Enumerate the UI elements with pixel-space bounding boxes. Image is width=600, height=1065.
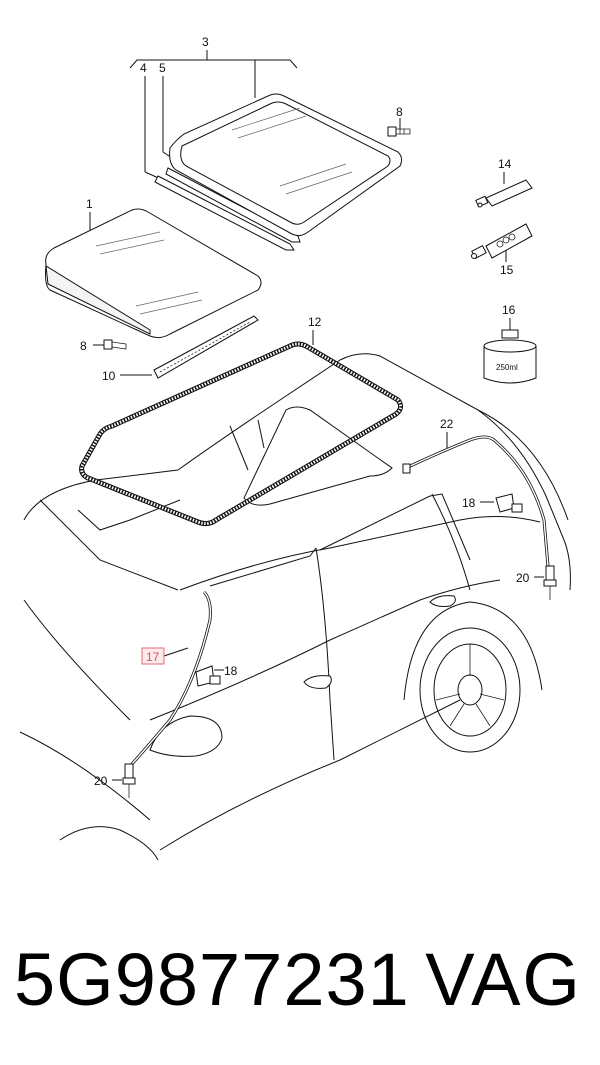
- adhesive-tube-15: [471, 223, 533, 262]
- callout-15: 15: [500, 263, 514, 277]
- container-16: 250ml: [483, 318, 537, 384]
- callout-10: 10: [102, 369, 116, 383]
- valve-20-rear: [534, 565, 557, 600]
- bolt-8-top: [387, 118, 411, 137]
- drain-hose-22: [402, 432, 550, 567]
- bolt-8-left: [93, 339, 127, 350]
- callout-18-front: 18: [224, 664, 238, 678]
- callout-8-top: 8: [396, 105, 403, 119]
- callout-14: 14: [498, 157, 512, 171]
- valve-20-front: [112, 763, 136, 798]
- callout-18-rear: 18: [462, 496, 476, 510]
- drain-hose-17: [130, 590, 212, 765]
- adhesive-tube-14: [475, 172, 533, 208]
- container-volume-label: 250ml: [496, 363, 518, 372]
- seal-frame-12: [79, 330, 404, 527]
- glass-panel-assembly: [129, 50, 403, 251]
- clip-18-front: [195, 665, 224, 687]
- callout-5: 5: [159, 61, 166, 75]
- callout-labels: 3 4 5 8 14 1 15 16 12 8 10 22 18 20 17 1…: [80, 35, 530, 788]
- callout-8-left: 8: [80, 339, 87, 353]
- glass-panel-1: [45, 208, 262, 339]
- callout-1: 1: [86, 197, 93, 211]
- callout-22: 22: [440, 417, 454, 431]
- callout-12: 12: [308, 315, 322, 329]
- footer: 5G9877231 VAG: [0, 925, 600, 1035]
- car-body: [19, 353, 571, 860]
- brand-name: VAG: [425, 938, 582, 1021]
- callout-3: 3: [202, 35, 209, 49]
- trim-strip-10: [120, 315, 259, 379]
- clip-18-rear: [480, 493, 523, 513]
- callout-4: 4: [140, 61, 147, 75]
- callout-16: 16: [502, 303, 516, 317]
- part-number: 5G9877231: [14, 938, 410, 1021]
- callout-17-highlight: [141, 647, 165, 665]
- sunroof-parts-diagram: 250ml: [19, 35, 571, 860]
- callout-20-rear: 20: [516, 571, 530, 585]
- callout-17: 17: [146, 650, 160, 664]
- callout-20-front: 20: [94, 774, 108, 788]
